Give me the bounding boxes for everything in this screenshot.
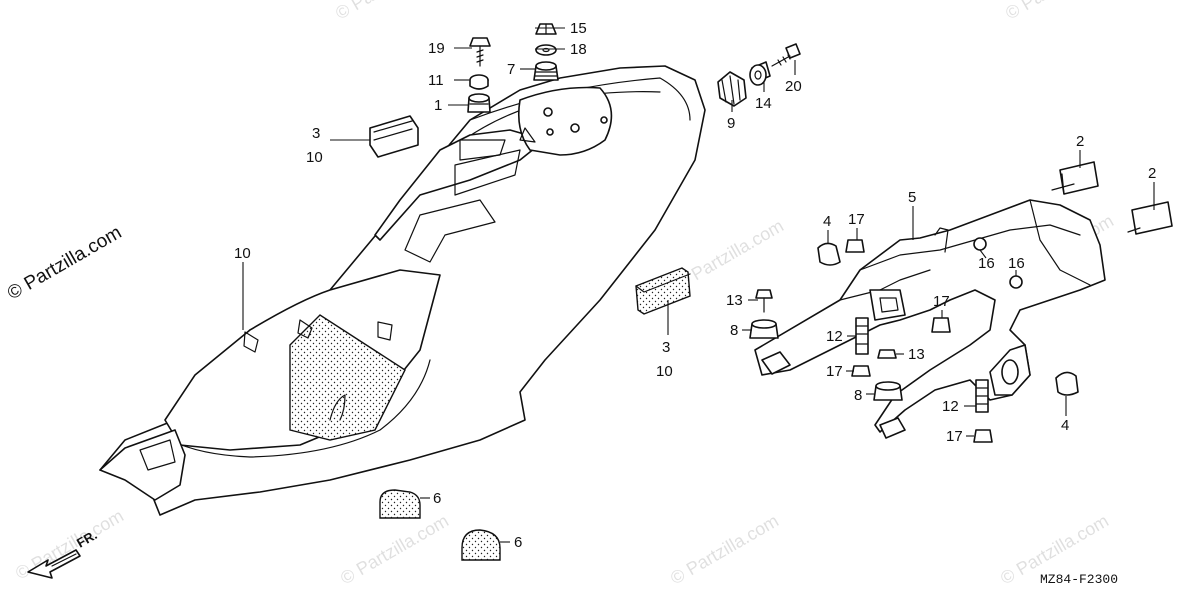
diagram-code: MZ84-F2300 bbox=[1040, 572, 1118, 587]
callout-8: 8 bbox=[730, 322, 738, 339]
cushion-4-lower bbox=[1055, 371, 1079, 396]
rubber-grommet-2-right bbox=[1127, 201, 1173, 235]
rubber-grommet-2-left bbox=[1051, 161, 1099, 195]
washer-18 bbox=[535, 44, 557, 56]
watermark: © Partzilla.com bbox=[1002, 0, 1117, 23]
nut-16-b bbox=[1009, 275, 1023, 289]
callout-1: 1 bbox=[434, 97, 442, 114]
watermark: © Partzilla.com bbox=[332, 0, 447, 23]
nut-16-a bbox=[973, 237, 987, 251]
rear-fender-cowl bbox=[99, 65, 706, 516]
callout-13: 13 bbox=[908, 346, 925, 363]
callout-17: 17 bbox=[946, 428, 963, 445]
nut-17-d bbox=[973, 429, 993, 443]
callout-5: 5 bbox=[908, 189, 916, 206]
callout-18: 18 bbox=[570, 41, 587, 58]
bolt-12-a bbox=[855, 317, 869, 355]
cushion-6-upper bbox=[379, 489, 421, 519]
front-direction-marker: FR. bbox=[27, 527, 100, 579]
cushion-4-upper bbox=[817, 242, 841, 266]
callout-20: 20 bbox=[785, 78, 802, 95]
callout-15: 15 bbox=[570, 20, 587, 37]
grommet-1 bbox=[467, 93, 491, 113]
bolt-13-b bbox=[877, 349, 897, 359]
bolt-12-b bbox=[975, 379, 989, 413]
callout-6: 6 bbox=[433, 490, 441, 507]
bolt-20 bbox=[771, 43, 801, 67]
collar-14 bbox=[749, 61, 771, 86]
callout-4: 4 bbox=[823, 213, 831, 230]
nut-15 bbox=[535, 23, 557, 35]
bolt-13-a bbox=[755, 289, 773, 313]
watermark: © Partzilla.com bbox=[667, 510, 782, 588]
callout-19: 19 bbox=[428, 40, 445, 57]
leader-lines bbox=[242, 27, 1155, 543]
nut-9 bbox=[717, 71, 747, 107]
callout-10: 10 bbox=[306, 149, 323, 166]
cushion-8-a bbox=[749, 319, 779, 339]
grommet-7 bbox=[533, 61, 559, 81]
callout-16: 16 bbox=[978, 255, 995, 272]
callout-14: 14 bbox=[755, 95, 772, 112]
cushion-8-b bbox=[873, 381, 903, 401]
callout-12: 12 bbox=[826, 328, 843, 345]
callout-17: 17 bbox=[848, 211, 865, 228]
callout-16: 16 bbox=[1008, 255, 1025, 272]
callout-12: 12 bbox=[942, 398, 959, 415]
callout-3: 3 bbox=[662, 339, 670, 356]
cushion-6-lower bbox=[461, 529, 501, 561]
callout-6: 6 bbox=[514, 534, 522, 551]
watermark: © Partzilla.com bbox=[337, 510, 452, 588]
rubber-pad-lower bbox=[635, 267, 691, 315]
collar-11 bbox=[469, 74, 489, 90]
callouts: 15 18 19 7 11 1 9 14 20 3 10 10 2 2 5 4 … bbox=[234, 20, 1156, 551]
callout-13: 13 bbox=[726, 292, 743, 309]
callout-10: 10 bbox=[234, 245, 251, 262]
rear-frame-bracket bbox=[754, 199, 1106, 439]
nut-17-b bbox=[931, 317, 951, 333]
rubber-pad-upper bbox=[369, 115, 419, 158]
callout-3: 3 bbox=[312, 125, 320, 142]
watermark-main: © Partzilla.com bbox=[4, 222, 125, 304]
callout-11: 11 bbox=[428, 72, 444, 89]
callout-7: 7 bbox=[507, 61, 515, 78]
callout-17: 17 bbox=[826, 363, 843, 380]
bolt-19 bbox=[469, 37, 491, 67]
front-arrow-icon bbox=[27, 549, 81, 579]
callout-2: 2 bbox=[1148, 165, 1156, 182]
callout-4: 4 bbox=[1061, 417, 1069, 434]
nut-17-a bbox=[845, 239, 865, 253]
callout-9: 9 bbox=[727, 115, 735, 132]
callout-2: 2 bbox=[1076, 133, 1084, 150]
callout-8: 8 bbox=[854, 387, 862, 404]
nut-17-c bbox=[851, 365, 871, 377]
callout-17: 17 bbox=[933, 293, 950, 310]
callout-10: 10 bbox=[656, 363, 673, 380]
